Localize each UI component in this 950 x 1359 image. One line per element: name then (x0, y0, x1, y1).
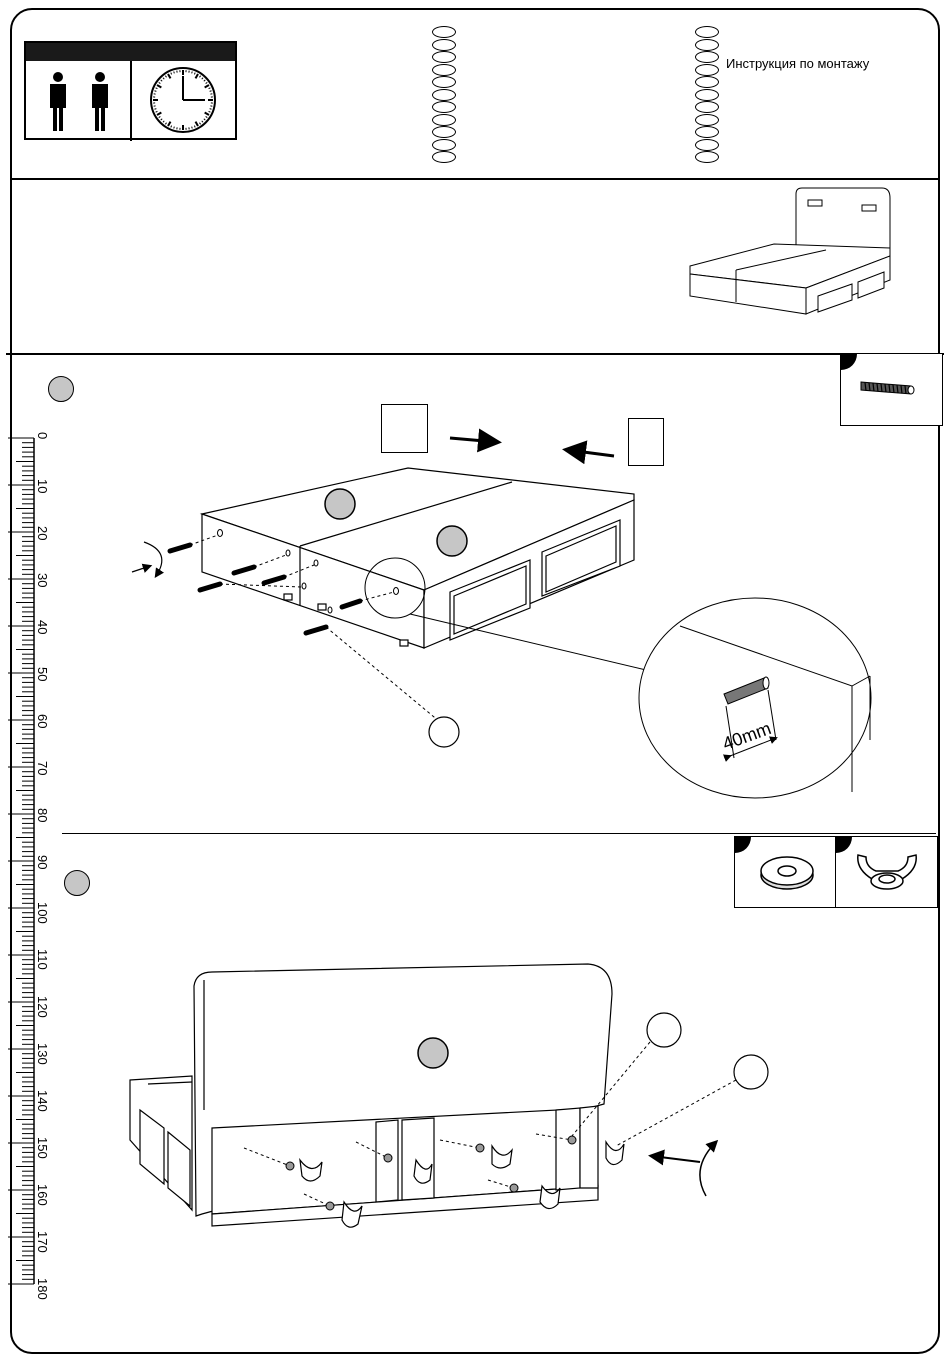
requirements-separator (130, 61, 132, 141)
step-divider (62, 833, 936, 834)
blank-oval (695, 114, 719, 126)
ruler-label: 90 (35, 855, 50, 869)
blank-oval (432, 151, 456, 163)
ruler-label: 120 (35, 996, 50, 1018)
blank-oval (695, 64, 719, 76)
assembly-requirements-box (24, 41, 237, 140)
ruler-label: 180 (35, 1278, 50, 1300)
ruler-label: 140 (35, 1090, 50, 1112)
blank-oval (432, 64, 456, 76)
requirements-header-bar (26, 43, 235, 61)
part-corner-marker (735, 837, 751, 853)
washer-icon (759, 853, 815, 893)
two-persons-icon (44, 71, 114, 133)
threaded-rod-icon (857, 374, 917, 398)
ruler-label: 30 (35, 573, 50, 587)
blank-oval (432, 26, 456, 38)
part-wingnut-box (835, 836, 938, 908)
wing-nut-icon (852, 849, 922, 897)
blank-oval (432, 89, 456, 101)
blank-oval (432, 76, 456, 88)
ruler-label: 50 (35, 667, 50, 681)
blank-oval (695, 126, 719, 138)
ruler-label: 70 (35, 761, 50, 775)
ruler-label: 20 (35, 526, 50, 540)
blank-oval (695, 51, 719, 63)
blank-oval (695, 139, 719, 151)
blank-oval (695, 151, 719, 163)
blank-oval (432, 51, 456, 63)
step-2-illustration (0, 960, 950, 1240)
header-divider (10, 178, 940, 180)
part-corner-marker (841, 354, 857, 370)
blank-oval (432, 114, 456, 126)
ruler-label: 40 (35, 620, 50, 634)
ruler-label: 150 (35, 1137, 50, 1159)
part-threaded-rod-box (840, 353, 943, 426)
blank-oval (695, 89, 719, 101)
blank-oval (432, 39, 456, 51)
part-corner-marker (836, 837, 852, 853)
step-1-marker (48, 376, 74, 402)
blank-oval (432, 126, 456, 138)
ruler-label: 10 (35, 479, 50, 493)
ruler-label: 0 (35, 432, 50, 439)
blank-ovals-column-2 (695, 26, 723, 164)
page-title: Инструкция по монтажу (726, 56, 869, 71)
overview-left-edge (10, 178, 12, 354)
blank-oval (432, 139, 456, 151)
ruler-label: 100 (35, 902, 50, 924)
part-washer-box (734, 836, 837, 908)
step-2-marker (64, 870, 90, 896)
blank-oval (695, 39, 719, 51)
blank-ovals-column-1 (432, 26, 460, 164)
blank-oval (695, 26, 719, 38)
ruler-label: 170 (35, 1231, 50, 1253)
overview-divider (6, 353, 944, 355)
blank-oval (695, 76, 719, 88)
step-1-illustration (0, 420, 950, 830)
ruler-label: 80 (35, 808, 50, 822)
clock-icon (149, 66, 217, 134)
ruler-label: 60 (35, 714, 50, 728)
blank-oval (432, 101, 456, 113)
ruler-label: 110 (35, 949, 50, 970)
blank-oval (695, 101, 719, 113)
bed-overview-illustration (686, 184, 896, 344)
ruler-label: 160 (35, 1184, 50, 1206)
ruler-label: 130 (35, 1043, 50, 1065)
